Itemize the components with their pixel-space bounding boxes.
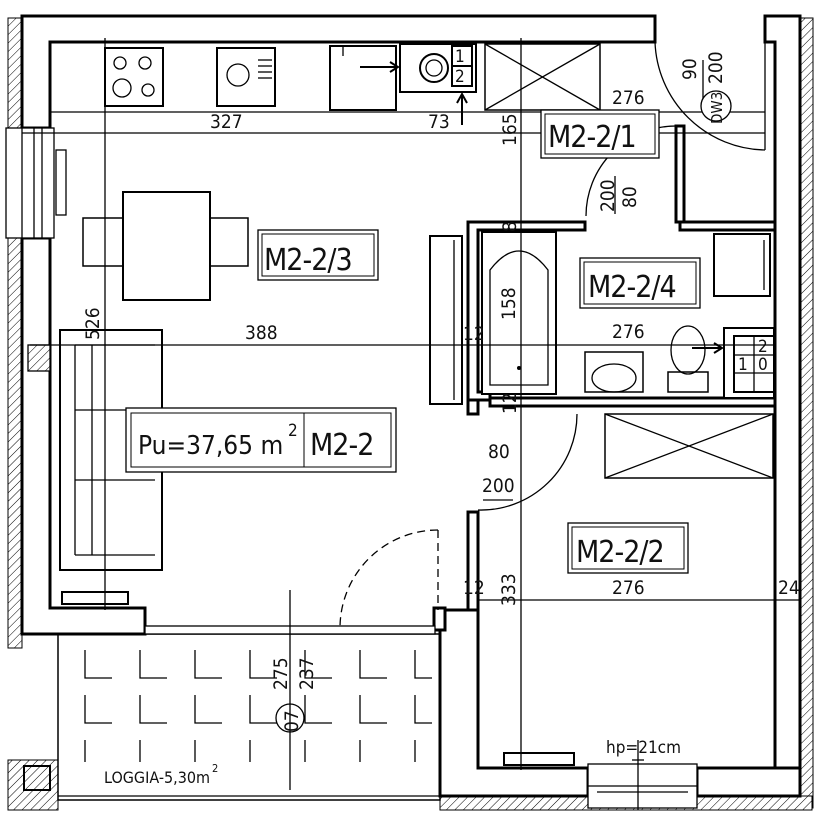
room-bathroom: M2-2/4 [579,257,701,309]
meter-top-1: 1 [455,47,465,67]
svg-text:M2-2/3: M2-2/3 [264,243,352,278]
dim-73: 73 [428,111,450,133]
dim-276-mid: 276 [612,321,645,343]
room-hall: M2-2/1 [540,109,660,159]
area-summary: Pu=37,65 m 2 M2-2 [125,407,397,473]
dim-158: 158 [498,287,520,320]
area-value: Pu=37,65 m [138,431,283,461]
meter-right-0: 0 [758,355,768,375]
bath-door-width: 80 [619,186,641,208]
entry-door-tag: DW3 [700,90,732,124]
loggia [23,590,441,801]
left-insulation [7,17,23,649]
dim-327: 327 [210,111,243,133]
exterior-wall-bottom-right [695,766,802,798]
left-window [5,127,67,372]
dim-388: 388 [245,322,278,344]
room-bedroom: M2-2/2 [567,522,689,574]
dim-333: 333 [498,573,520,606]
svg-text:M2-2/1: M2-2/1 [548,120,636,155]
window-tag: 07 [281,710,303,732]
svg-text:M2-2/4: M2-2/4 [588,270,676,305]
kitchen-counter: 1 2 [104,43,601,125]
dim-12-bed: 12 [463,577,485,599]
radiator-bedroom [503,752,575,766]
dimension-lines [22,38,800,810]
meter-right-2: 2 [758,337,768,357]
radiator-left [61,591,129,605]
dim-12-bath: 12 [463,323,485,345]
entry-door-height: 200 [705,51,727,84]
bath-door-height: 200 [597,179,619,212]
dining-table [82,191,249,301]
loggia-label: LOGGIA-5,30m [104,768,210,787]
meter-right-1: 1 [738,355,748,375]
svg-text:DW3: DW3 [708,92,726,124]
unit-label: M2-2 [310,428,373,463]
area-sup: 2 [288,421,298,441]
dim-237: 237 [296,657,318,690]
dim-526: 526 [82,307,104,340]
svg-text:M2-2/2: M2-2/2 [576,535,664,570]
dim-165: 165 [499,113,521,146]
room-kitchen-living: M2-2/3 [257,229,379,281]
tv-cabinet [429,235,463,405]
bottom-window [587,763,698,809]
dim-24: 24 [778,577,800,599]
meter-top-2: 2 [455,67,465,87]
bedroom-wardrobe [604,413,774,479]
dim-275: 275 [270,657,292,690]
bed-door-height: 200 [482,475,515,497]
dim-8: 8 [499,221,521,232]
interior-walls [50,111,777,632]
entry-door-width: 90 [679,58,701,80]
dim-12-low: 12 [499,392,521,414]
bathroom-fixtures: 2 1 0 [481,231,775,399]
sill-height-label: hp=21cm [606,738,681,758]
exterior-wall-bottom [438,608,590,798]
dim-276-bed: 276 [612,577,645,599]
dim-276-top: 276 [612,87,645,109]
bed-door-width: 80 [488,441,510,463]
loggia-sup: 2 [212,762,218,775]
